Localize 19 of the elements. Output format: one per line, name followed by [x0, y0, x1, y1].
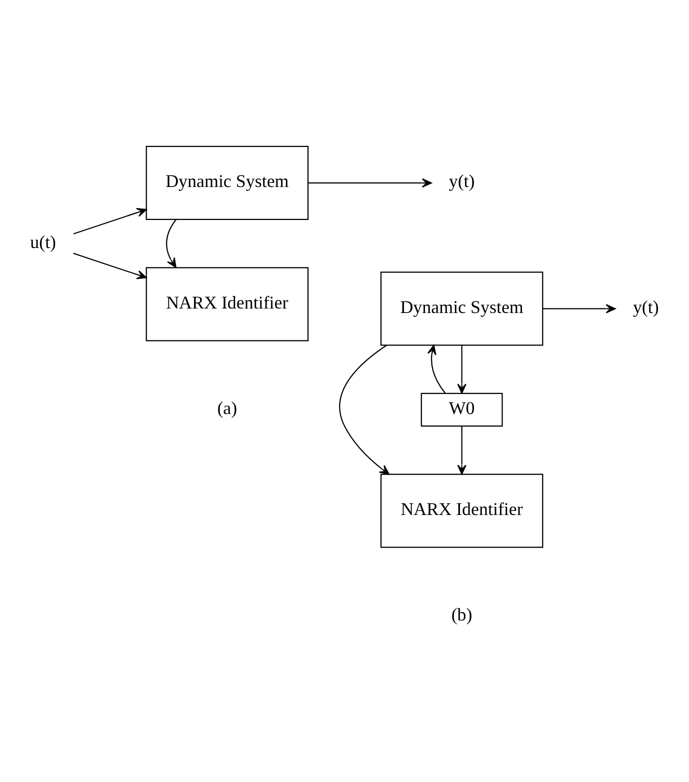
- node-box: Dynamic System: [380, 271, 544, 346]
- node-box: W0: [420, 392, 503, 426]
- node-text: y(t): [448, 170, 475, 191]
- node-text: u(t): [30, 231, 56, 252]
- arrow: [339, 344, 390, 474]
- arrow: [427, 344, 446, 393]
- node-box: NARX Identifier: [380, 473, 544, 548]
- arrow: [457, 426, 466, 474]
- arrow: [73, 208, 147, 234]
- arrow: [166, 218, 177, 268]
- arrow: [308, 178, 432, 188]
- node-box: NARX Identifier: [146, 266, 309, 341]
- label: (a): [217, 398, 238, 418]
- label: (b): [451, 604, 472, 624]
- arrow: [73, 252, 147, 279]
- node-box: Dynamic System: [146, 145, 309, 220]
- arrow: [542, 304, 616, 313]
- arrow: [457, 344, 466, 394]
- node-text: y(t): [632, 296, 659, 316]
